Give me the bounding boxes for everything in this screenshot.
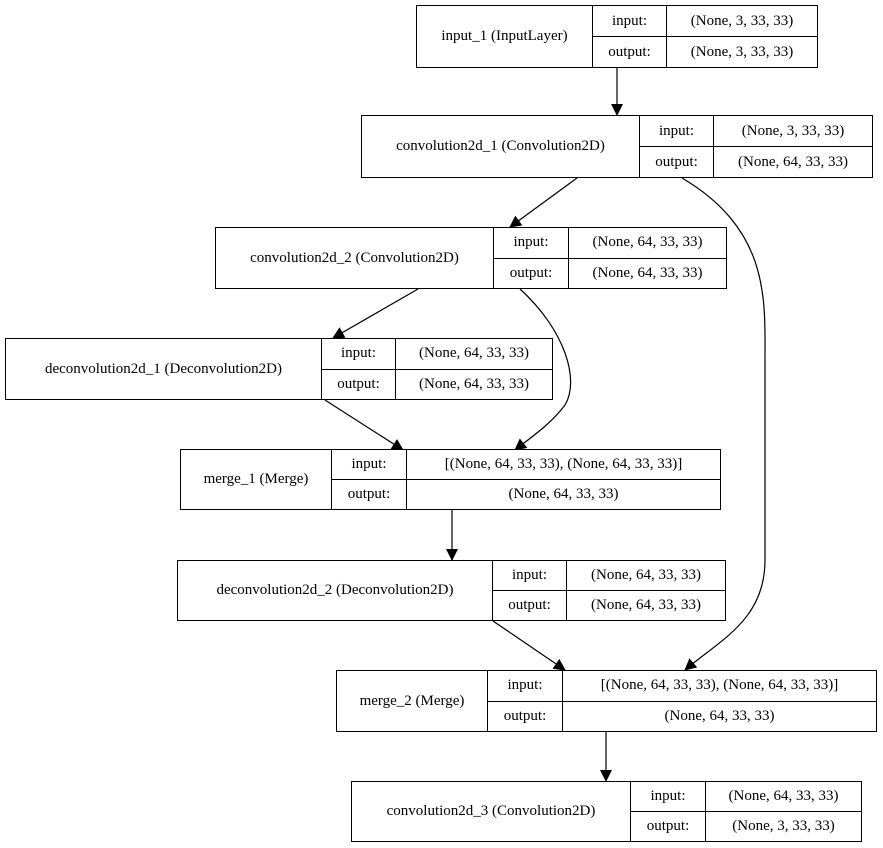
port-shapes: (None, 64, 33, 33) (None, 64, 33, 33) (396, 339, 552, 399)
port-labels: input: output: (332, 450, 407, 509)
port-labels: input: output: (488, 671, 563, 731)
output-shape: (None, 64, 33, 33) (591, 597, 701, 613)
output-shape: (None, 3, 33, 33) (732, 818, 835, 834)
node-name: deconvolution2d_2 (Deconvolution2D) (178, 561, 493, 620)
input-label: input: (322, 339, 395, 370)
input-label: input: (488, 671, 562, 702)
port-shapes: (None, 3, 33, 33) (None, 64, 33, 33) (714, 116, 872, 177)
input-shape: (None, 64, 33, 33) (706, 782, 861, 812)
node-name: convolution2d_2 (Convolution2D) (216, 228, 494, 288)
port-labels: input: output: (494, 228, 569, 288)
port-shapes: (None, 64, 33, 33) (None, 64, 33, 33) (569, 228, 726, 288)
output-label: output: (347, 486, 391, 502)
port-labels: input: output: (493, 561, 567, 620)
input-shape: [(None, 64, 33, 33), (None, 64, 33, 33)] (563, 671, 876, 702)
node-convolution2d-2: convolution2d_2 (Convolution2D) input: o… (215, 227, 727, 289)
port-shapes: (None, 64, 33, 33) (None, 64, 33, 33) (567, 561, 725, 620)
edge-conv1-to-conv2 (509, 177, 578, 228)
output-shape: (None, 64, 33, 33) (664, 707, 775, 724)
output-label: output: (655, 153, 698, 170)
input-shape: (None, 3, 33, 33) (667, 6, 817, 37)
node-deconvolution2d-2: deconvolution2d_2 (Deconvolution2D) inpu… (177, 560, 726, 621)
input-label: input: (631, 782, 705, 812)
output-label: output: (337, 375, 380, 392)
output-shape: (None, 64, 33, 33) (738, 153, 848, 170)
port-shapes: [(None, 64, 33, 33), (None, 64, 33, 33)]… (563, 671, 876, 731)
input-shape: (None, 64, 33, 33) (569, 228, 726, 259)
node-name: convolution2d_1 (Convolution2D) (362, 116, 640, 177)
input-label: input: (494, 228, 568, 259)
port-labels: input: output: (593, 6, 667, 67)
input-shape: (None, 64, 33, 33) (567, 561, 725, 591)
input-label: input: (640, 116, 713, 147)
node-name: input_1 (InputLayer) (417, 6, 593, 67)
node-name: deconvolution2d_1 (Deconvolution2D) (6, 339, 322, 399)
edge-conv2-to-merge1 (514, 288, 572, 451)
output-shape: (None, 3, 33, 33) (690, 43, 794, 60)
output-shape: (None, 64, 33, 33) (419, 375, 529, 392)
port-labels: input: output: (631, 782, 706, 841)
port-shapes: [(None, 64, 33, 33), (None, 64, 33, 33)]… (407, 450, 720, 509)
port-shapes: (None, 3, 33, 33) (None, 3, 33, 33) (667, 6, 817, 67)
node-input-1: input_1 (InputLayer) input: output: (Non… (416, 5, 818, 68)
output-label: output: (646, 818, 690, 834)
edge-deconv1-to-merge1 (324, 399, 404, 451)
node-convolution2d-1: convolution2d_1 (Convolution2D) input: o… (361, 115, 873, 178)
port-shapes: (None, 64, 33, 33) (None, 3, 33, 33) (706, 782, 861, 841)
edge-conv1-to-merge2 (681, 177, 766, 671)
output-label: output: (509, 264, 553, 281)
output-label: output: (608, 43, 651, 60)
node-name: merge_1 (Merge) (181, 450, 332, 509)
output-label: output: (508, 597, 551, 613)
input-shape: (None, 3, 33, 33) (714, 116, 872, 147)
node-merge-1: merge_1 (Merge) input: output: [(None, 6… (180, 449, 721, 510)
input-label: input: (332, 450, 406, 480)
output-shape: (None, 64, 33, 33) (508, 486, 619, 502)
edge-conv2-to-deconv1 (332, 288, 419, 339)
input-label: input: (593, 6, 666, 37)
node-convolution2d-3: convolution2d_3 (Convolution2D) input: o… (351, 781, 862, 842)
node-name: convolution2d_3 (Convolution2D) (352, 782, 631, 841)
edge-deconv2-to-merge2 (492, 620, 566, 671)
input-shape: [(None, 64, 33, 33), (None, 64, 33, 33)] (407, 450, 720, 480)
input-shape: (None, 64, 33, 33) (396, 339, 552, 370)
port-labels: input: output: (322, 339, 396, 399)
output-shape: (None, 64, 33, 33) (592, 264, 703, 281)
output-label: output: (503, 707, 547, 724)
node-name: merge_2 (Merge) (337, 671, 488, 731)
node-merge-2: merge_2 (Merge) input: output: [(None, 6… (336, 670, 877, 732)
port-labels: input: output: (640, 116, 714, 177)
node-deconvolution2d-1: deconvolution2d_1 (Deconvolution2D) inpu… (5, 338, 553, 400)
input-label: input: (493, 561, 566, 591)
